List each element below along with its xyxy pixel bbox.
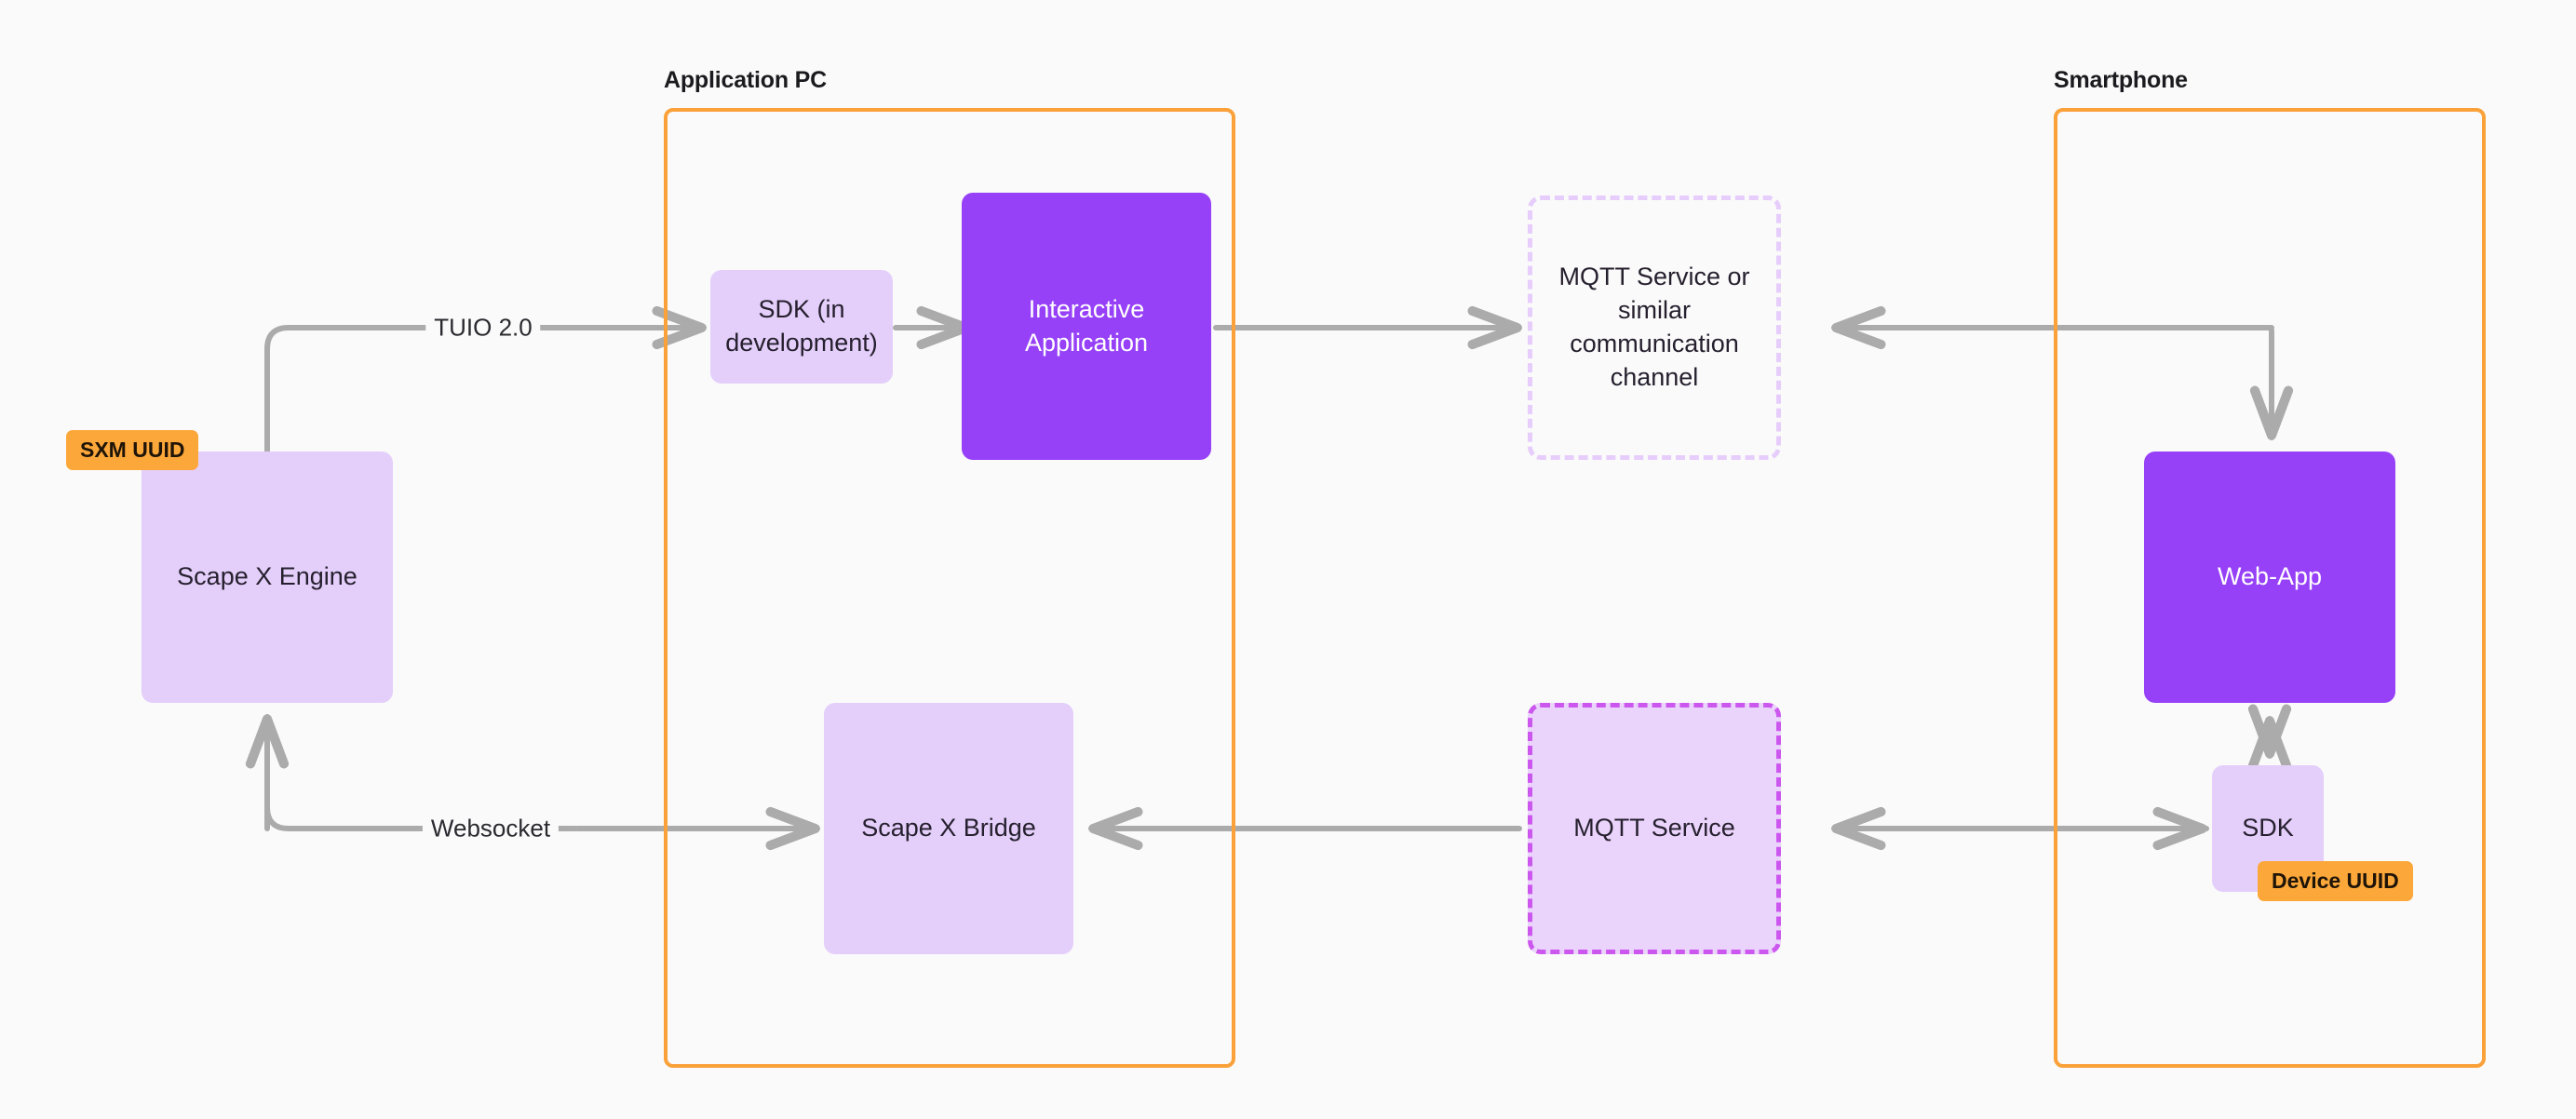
edge-label-websocket: Websocket (422, 814, 560, 843)
group-title-smartphone: Smartphone (2054, 67, 2188, 93)
group-box-application-pc (664, 108, 1235, 1068)
node-web-app[interactable]: Web-App (2144, 452, 2395, 703)
node-interactive-application[interactable]: Interactive Application (962, 193, 1211, 460)
badge-device-uuid[interactable]: Device UUID (2258, 861, 2413, 901)
node-sdk-in-development[interactable]: SDK (in development) (710, 270, 893, 384)
edge-engine-to-sdk (264, 305, 707, 454)
badge-sxm-uuid[interactable]: SXM UUID (66, 430, 199, 470)
group-title-application-pc: Application PC (664, 67, 827, 93)
node-mqtt-service-or-similar[interactable]: MQTT Service or similar communication ch… (1528, 195, 1781, 460)
node-scape-x-engine[interactable]: Scape X Engine (142, 452, 393, 703)
group-box-smartphone (2054, 108, 2486, 1068)
edge-label-tuio: TUIO 2.0 (425, 313, 541, 343)
node-scape-x-bridge[interactable]: Scape X Bridge (824, 703, 1073, 954)
node-mqtt-service[interactable]: MQTT Service (1528, 703, 1781, 954)
